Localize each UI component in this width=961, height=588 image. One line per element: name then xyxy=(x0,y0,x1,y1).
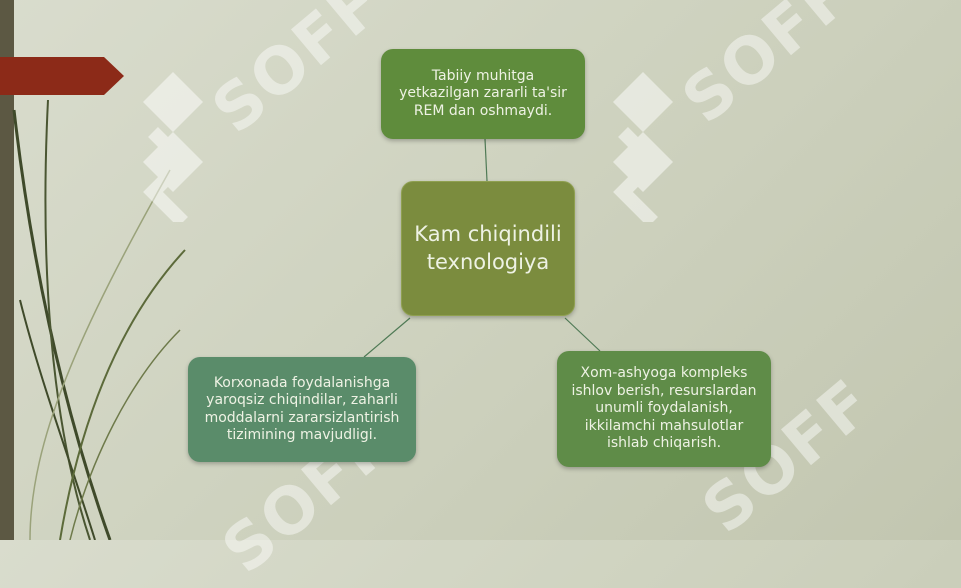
watermark-logo-icon xyxy=(613,72,673,222)
connectors xyxy=(363,138,601,358)
left-bar xyxy=(0,0,14,540)
node-top: Tabiiy muhitga yetkazilgan zararli ta'si… xyxy=(381,49,585,139)
node-bottom-right-text: Xom-ashyoga kompleks ishlov berish, resu… xyxy=(571,365,757,452)
node-bottom-left-text: Korxonada foydalanishga yaroqsiz chiqind… xyxy=(204,374,400,444)
decorative-stems xyxy=(12,99,186,540)
node-center-text: Kam chiqindili texnologiya xyxy=(414,222,562,274)
node-bottom-right: Xom-ashyoga kompleks ishlov berish, resu… xyxy=(557,351,771,467)
node-top-text: Tabiiy muhitga yetkazilgan zararli ta'si… xyxy=(399,67,567,119)
accent-tab xyxy=(0,57,124,95)
node-center: Kam chiqindili texnologiya xyxy=(401,181,575,316)
watermark-logo-icon xyxy=(143,72,203,222)
node-bottom-left: Korxonada foydalanishga yaroqsiz chiqind… xyxy=(188,357,416,462)
